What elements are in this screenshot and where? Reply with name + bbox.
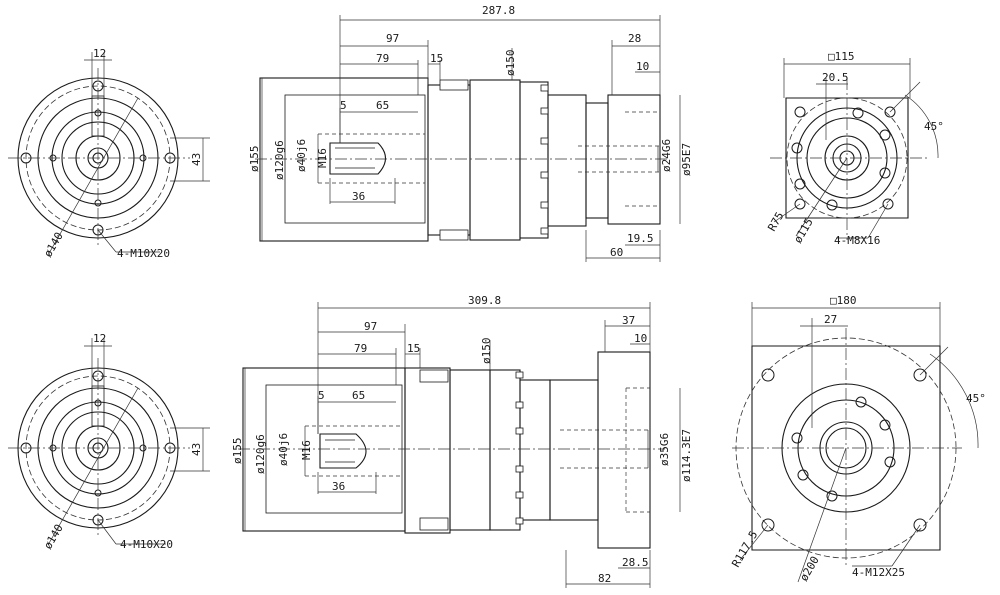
bottom-output-dia-label: ø200: [797, 554, 822, 583]
top-output-square-label: □115: [828, 50, 855, 63]
bottom-output-27-label: 27: [824, 313, 837, 326]
bottom-dim-36-label: 36: [332, 480, 345, 493]
top-dim-60-label: 60: [610, 246, 623, 259]
top-output-r-label: R75: [765, 210, 786, 234]
bottom-dim-114-label: ø114.3E7: [680, 429, 693, 482]
top-flange-hole-callout: 4-M10X20: [117, 247, 170, 260]
bottom-flange-width-label: 12: [93, 332, 106, 345]
top-dim-36-label: 36: [352, 190, 365, 203]
bottom-dim-65-label: 65: [352, 389, 365, 402]
top-dim-65-label: 65: [376, 99, 389, 112]
top-output-20-label: 20.5: [822, 71, 849, 84]
top-output-view: □115 20.5 45° R75 ø115 4-M8X16: [765, 50, 944, 247]
top-side-view: 287.8 97 79 15 ø150 28 10 5 65 36 ø155 ø…: [248, 4, 693, 262]
bottom-output-hole-callout: 4-M12X25: [852, 566, 905, 579]
top-dim-155-label: ø155: [248, 146, 261, 173]
top-flange-width-label: 12: [93, 47, 106, 60]
top-flange-pcd-label: ø140: [41, 230, 66, 259]
bottom-dim-37-label: 37: [622, 314, 635, 327]
top-overall-label: 287.8: [482, 4, 515, 17]
bottom-flange-pcd-label: ø140: [41, 522, 66, 551]
top-dim-95-label: ø95E7: [680, 143, 693, 176]
bottom-flange-hole-callout: 4-M10X20: [120, 538, 173, 551]
top-flange-view: 12 43 ø140 4-M10X20: [8, 47, 210, 260]
top-dim-97-label: 97: [386, 32, 399, 45]
top-dim-15-label: 15: [430, 52, 443, 65]
bottom-output-r-label: R117.5: [729, 529, 760, 570]
top-dim-24-label: ø24G6: [660, 139, 673, 172]
top-output-dia-label: ø115: [791, 216, 816, 245]
bottom-dim-m16-label: M16: [300, 440, 313, 460]
bottom-flange-view: 12 43 ø140 4-M10X20: [8, 332, 210, 552]
top-dim-5-label: 5: [340, 99, 347, 112]
bottom-dim-28-label: 28.5: [622, 556, 649, 569]
top-output-hole-callout: 4-M8X16: [834, 234, 880, 247]
bottom-side-view: 309.8 97 79 15 ø150 37 10 5 65 36 ø155 ø…: [231, 294, 693, 588]
bottom-output-angle-label: 45°: [966, 392, 986, 405]
top-dim-120-label: ø120g6: [273, 140, 286, 180]
top-dim-28-label: 28: [628, 32, 641, 45]
bottom-dim-5-label: 5: [318, 389, 325, 402]
bottom-overall-label: 309.8: [468, 294, 501, 307]
bottom-dim-150-label: ø150: [480, 338, 493, 365]
top-output-angle-label: 45°: [924, 120, 944, 133]
top-dim-10-label: 10: [636, 60, 649, 73]
bottom-dim-40-label: ø40j6: [277, 433, 290, 466]
top-dim-150-label: ø150: [504, 50, 517, 77]
bottom-dim-35-label: ø35G6: [658, 433, 671, 466]
top-dim-79-label: 79: [376, 52, 389, 65]
bottom-flange-height-label: 43: [190, 443, 203, 456]
bottom-output-square-label: □180: [830, 294, 857, 307]
top-dim-19-label: 19.5: [627, 232, 654, 245]
top-dim-40-label: ø40j6: [295, 139, 308, 172]
top-flange-height-label: 43: [190, 153, 203, 166]
bottom-output-view: □180 27 45° R117.5 ø200 4-M12X25: [729, 294, 986, 584]
bottom-dim-79-label: 79: [354, 342, 367, 355]
bottom-dim-120-label: ø120g6: [254, 434, 267, 474]
top-dim-m16-label: M16: [316, 148, 329, 168]
bottom-dim-15-label: 15: [407, 342, 420, 355]
bottom-dim-10-label: 10: [634, 332, 647, 345]
bottom-dim-82-label: 82: [598, 572, 611, 585]
bottom-dim-97-label: 97: [364, 320, 377, 333]
bottom-dim-155-label: ø155: [231, 438, 244, 465]
